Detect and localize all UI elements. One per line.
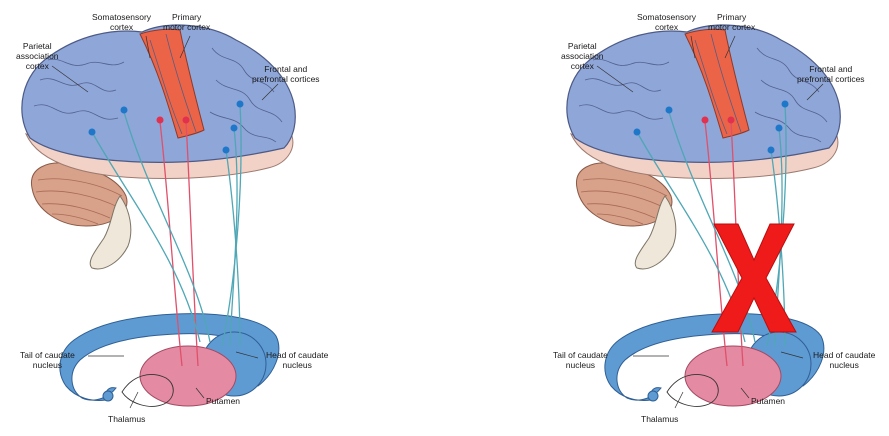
label-thalamus: Thalamus	[108, 414, 145, 424]
neuron-frontal-2	[776, 125, 783, 132]
neuron-motor-1	[157, 117, 164, 124]
neuron-frontal-1	[237, 101, 244, 108]
neuron-motor-2	[183, 117, 190, 124]
label-putamen: Putamen	[751, 396, 785, 406]
neuron-somatosensory	[666, 107, 673, 114]
neuron-parietal	[89, 129, 96, 136]
neuron-frontal-3	[768, 147, 775, 154]
neuron-parietal	[634, 129, 641, 136]
neuron-frontal-2	[231, 125, 238, 132]
label-putamen: Putamen	[206, 396, 240, 406]
label-thalamus: Thalamus	[641, 414, 678, 424]
neuron-frontal-1	[782, 101, 789, 108]
neuron-motor-1	[702, 117, 709, 124]
cross-out-x-icon	[708, 222, 800, 334]
neuron-somatosensory	[121, 107, 128, 114]
neuron-frontal-3	[223, 147, 230, 154]
neuron-motor-2	[728, 117, 735, 124]
